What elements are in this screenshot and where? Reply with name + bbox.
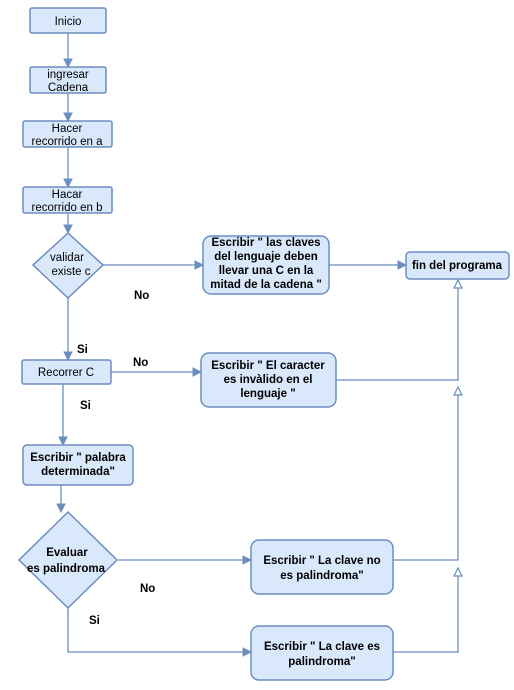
- edge-label-recorrer-si: Si: [80, 400, 91, 412]
- node-claves-line-3: llevar una C en la: [219, 265, 314, 277]
- arrowhead: [242, 647, 253, 657]
- node-recorrer-c[interactable]: Recorrer C: [21, 359, 112, 385]
- edge-label-validar-si: Si: [77, 344, 88, 356]
- arrowhead: [63, 178, 73, 189]
- edge-evaluar-si-pal: [67, 607, 244, 653]
- node-hacer-recorrido-b[interactable]: Hacar recorrido en b: [22, 186, 113, 214]
- node-escribir-claves[interactable]: Escribir " las claves del lenguaje deben…: [202, 235, 330, 295]
- node-si-pal-line-1: Escribir " La clave es: [264, 641, 380, 653]
- node-ingresar-cadena[interactable]: ingresar Cadena: [29, 66, 107, 94]
- arrowhead: [397, 260, 408, 270]
- node-caracter-line-3: lenguaje ": [240, 388, 295, 400]
- node-inicio[interactable]: Inicio: [29, 7, 107, 34]
- node-caracter-line-1: Escribir " El caracter: [211, 360, 325, 372]
- arrowhead: [194, 260, 205, 270]
- node-claves-line-1: Escribir " las claves: [211, 237, 320, 249]
- node-validar-line-1: validar: [50, 252, 84, 264]
- node-validar-existe-c[interactable]: validar existe c: [31, 231, 105, 300]
- arrowhead: [63, 112, 73, 123]
- arrowhead: [63, 351, 73, 362]
- edge-si-pal-fin: [393, 575, 459, 653]
- node-palabra-line-2: determinada": [41, 466, 115, 478]
- node-palabra-line-1: Escribir " palabra: [30, 452, 126, 464]
- node-hacer-a-line-2: recorrido en a: [32, 136, 104, 148]
- arrowhead: [63, 224, 73, 235]
- arrowhead: [63, 58, 73, 69]
- node-inicio-label: Inicio: [55, 16, 82, 28]
- node-no-pal-line-1: Escribir " La clave no: [263, 555, 380, 567]
- node-escribir-palabra[interactable]: Escribir " palabra determinada": [22, 444, 134, 486]
- arrowhead: [242, 555, 253, 565]
- arrowhead: [56, 503, 66, 514]
- node-ingresar-line-1: ingresar: [47, 69, 89, 81]
- node-si-pal-line-2: palindroma": [288, 656, 355, 668]
- node-hacer-recorrido-a[interactable]: Hacer recorrido en a: [22, 120, 113, 148]
- node-fin-label: fin del programa: [412, 260, 503, 272]
- node-evaluar-line-2: es palindroma: [27, 563, 106, 575]
- node-evaluar-line-1: Evaluar: [46, 547, 88, 559]
- edges: [56, 33, 463, 657]
- node-recorrer-label: Recorrer C: [38, 367, 94, 379]
- edge-label-recorrer-no: No: [133, 357, 148, 369]
- open-arrowhead: [453, 278, 463, 289]
- edge-label-validar-no: No: [134, 290, 149, 302]
- edge-caracter-fin: [336, 287, 459, 381]
- arrowhead: [58, 436, 68, 447]
- node-claves-line-4: mitad de la cadena ": [210, 279, 322, 291]
- node-caracter-line-2: es invàlido en el: [224, 374, 313, 386]
- node-no-pal-line-2: es palindroma": [280, 570, 363, 582]
- edge-no-pal-fin: [393, 394, 459, 561]
- node-escribir-caracter[interactable]: Escribir " El caracter es invàlido en el…: [200, 352, 337, 408]
- edge-label-evaluar-no: No: [140, 583, 155, 595]
- arrowhead: [192, 367, 203, 377]
- node-validar-line-2: existe c: [52, 266, 91, 278]
- node-evaluar-palindroma[interactable]: Evaluar es palindroma: [17, 510, 119, 610]
- node-claves-line-2: del lenguaje deben: [214, 251, 318, 263]
- node-escribir-si-palindroma[interactable]: Escribir " La clave es palindroma": [250, 625, 394, 681]
- open-arrowhead: [453, 566, 463, 577]
- open-arrowhead: [453, 385, 463, 396]
- edge-label-evaluar-si: Si: [89, 615, 100, 627]
- node-hacer-a-line-1: Hacer: [52, 123, 83, 135]
- node-hacer-b-line-2: recorrido en b: [32, 202, 103, 214]
- node-ingresar-line-2: Cadena: [48, 82, 89, 94]
- node-fin-del-programa[interactable]: fin del programa: [405, 251, 510, 280]
- node-escribir-no-palindroma[interactable]: Escribir " La clave no es palindroma": [250, 539, 394, 595]
- node-hacer-b-line-1: Hacar: [52, 189, 83, 201]
- edge-labels: No Si No Si No Si: [77, 290, 155, 627]
